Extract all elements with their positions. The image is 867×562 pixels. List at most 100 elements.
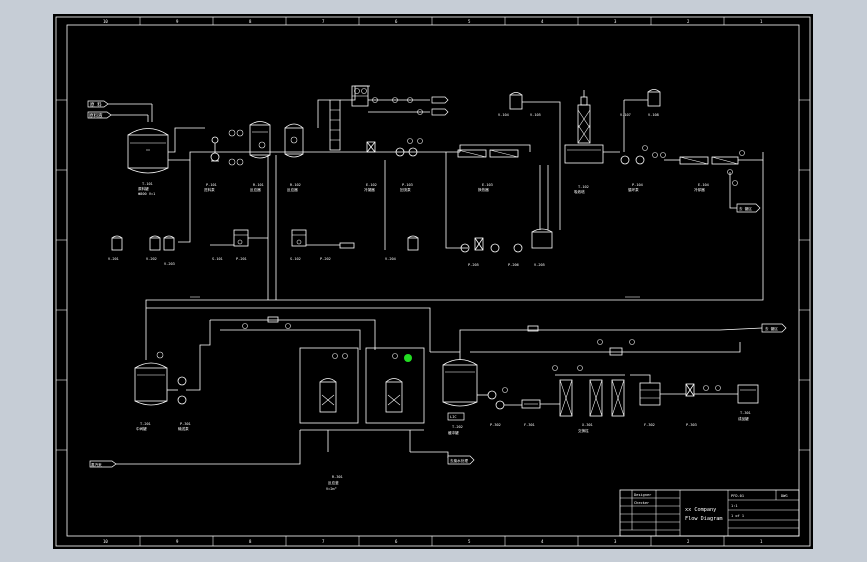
equip-desc: 中间罐 [136, 426, 147, 431]
stream-label: 原 料 [90, 101, 102, 108]
tank-v205[interactable] [531, 228, 553, 249]
grid-label: 10 [103, 19, 108, 24]
sheet-border [55, 16, 811, 547]
pump-p102[interactable] [366, 141, 376, 153]
equip-desc: 回流泵 [400, 187, 411, 192]
vessel-v102[interactable] [249, 121, 271, 159]
stream-label: 去 罐区 [739, 206, 752, 211]
grid-label: 2 [687, 19, 690, 24]
level-tag-label: LIC [450, 415, 457, 419]
out-arrow-b[interactable] [431, 108, 449, 116]
tb-drawing-no: PFD-01 [731, 494, 744, 498]
equip-tag: X-301 [582, 423, 593, 427]
valve-v303[interactable] [609, 347, 623, 356]
equip-tag: T-201 [140, 422, 151, 426]
grid-ticks [56, 17, 810, 546]
equip-tag: P-303 [686, 423, 697, 427]
pump-p301[interactable] [167, 320, 211, 405]
column-c102[interactable] [577, 96, 591, 144]
grid-label: 3 [614, 19, 617, 24]
reactor-group-r301[interactable] [299, 347, 425, 424]
valve-v301[interactable] [267, 316, 279, 323]
equip-tag: V-205 [534, 263, 545, 267]
tank-v101[interactable] [127, 128, 169, 174]
grid-label: 10 [103, 539, 108, 544]
equip-tag: V-105 [530, 113, 541, 117]
equip-tag: E-103 [482, 183, 493, 187]
equip-desc: 反应器 [287, 187, 298, 192]
equip-tag: S-102 [290, 257, 301, 261]
pump-p103[interactable] [395, 138, 423, 157]
highlight-marker[interactable] [404, 354, 412, 362]
filter-f101[interactable] [339, 242, 355, 249]
tb-title-line2: Flow Diagram [685, 516, 722, 522]
pump-group-p205[interactable] [460, 237, 523, 253]
equip-tag: P-104 [632, 183, 643, 187]
condenser-e101[interactable] [351, 85, 369, 107]
column-c101[interactable] [329, 99, 341, 151]
equip-tag: V-203 [164, 262, 175, 266]
equip-tag: P-205 [468, 263, 479, 267]
grid-label: 7 [322, 539, 325, 544]
tb-sheet: 1 of 1 [731, 514, 744, 518]
equip-tag: R-102 [290, 183, 301, 187]
separator-s102[interactable] [291, 229, 307, 247]
out-arrow-a[interactable] [431, 96, 449, 104]
pump-p303[interactable] [685, 383, 721, 397]
drawing-frame [66, 24, 800, 537]
equip-desc: 进料泵 [204, 187, 215, 192]
exchanger-e103[interactable] [457, 149, 519, 158]
equip-tag: V-201 [108, 257, 119, 261]
equip-tag: P-101 [206, 183, 217, 187]
pump-p101[interactable] [210, 136, 220, 162]
tank-v106[interactable] [564, 144, 604, 164]
equip-desc: 冷凝器 [364, 187, 375, 192]
grid-label: 1 [760, 19, 763, 24]
equip-tag: F-302 [644, 423, 655, 427]
grid-label: 9 [176, 539, 179, 544]
equip-desc: 反应器 [250, 187, 261, 192]
equip-tag: V-202 [146, 257, 157, 261]
grid-label: 9 [176, 19, 179, 24]
tank-row-mid[interactable] [111, 235, 419, 251]
title-block[interactable] [619, 489, 800, 537]
grid-label: 3 [614, 539, 617, 544]
out-arrow-d[interactable] [447, 455, 475, 465]
grid-label: 1 [760, 539, 763, 544]
tank-v107[interactable] [647, 89, 661, 107]
equip-tag: V-108 [648, 113, 659, 117]
equip-desc: 反应釜 [328, 480, 339, 485]
equip-tag: P-202 [320, 257, 331, 261]
stream-label: 去废水处理 [450, 458, 468, 463]
tank-t201[interactable] [134, 362, 168, 406]
equip-desc: 循环泵 [628, 187, 639, 192]
equip-tag: R-101 [253, 183, 264, 187]
equip-tag: S-101 [212, 257, 223, 261]
feed-stream-1[interactable]: 原 料 [87, 100, 152, 108]
exchange-columns[interactable] [559, 379, 625, 417]
stream-label: 去 罐区 [765, 326, 778, 331]
out-arrow-c[interactable] [736, 203, 761, 213]
instrument-cluster-a[interactable] [228, 129, 244, 166]
pump-p104[interactable] [620, 145, 666, 165]
equip-tag: P-201 [236, 257, 247, 261]
tb-designer: Designer [634, 493, 652, 497]
out-arrow-e[interactable] [761, 323, 787, 333]
steam-inlet[interactable] [89, 460, 117, 468]
feed-stream-2[interactable]: 原料液 [87, 111, 148, 119]
equip-tag: P-302 [490, 423, 501, 427]
equip-tag: E-102 [366, 183, 377, 187]
product-tank[interactable] [737, 384, 759, 404]
level-tag[interactable] [447, 412, 465, 421]
valve-v302[interactable] [527, 325, 539, 332]
tank-t202[interactable] [442, 359, 478, 407]
equip-desc: 原料罐 [138, 186, 149, 191]
grid-label: 6 [395, 19, 398, 24]
equip-tag: T-301 [740, 411, 751, 415]
exchanger-e104[interactable] [679, 156, 739, 165]
vessel-v103[interactable] [284, 123, 304, 158]
equip-tag: P-103 [402, 183, 413, 187]
grid-label: 4 [541, 539, 544, 544]
